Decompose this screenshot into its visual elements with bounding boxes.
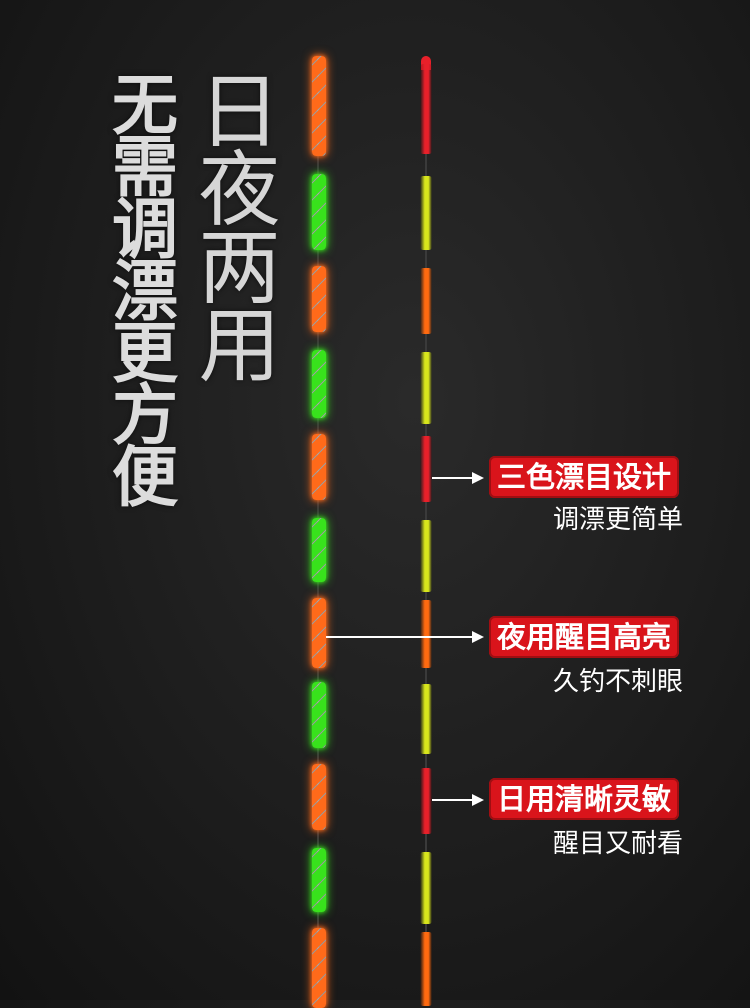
day-segment-orange [420,932,432,1006]
glow-segment-green [312,848,326,912]
day-float [420,56,432,1006]
day-segment-yellow [420,520,432,592]
callout-title: 日用清晰灵敏 [489,778,680,820]
day-segment-yellow [420,176,432,250]
day-segment-red [420,436,432,502]
glow-segment-orange [312,434,326,500]
day-segment-yellow [420,352,432,424]
headline-left: 无需调漂更方便 [101,70,178,504]
callout-subtitle: 久钓不刺眼 [553,667,684,697]
day-segment-orange [420,600,432,668]
arrow-right-icon [472,794,484,806]
glow-segment-orange [312,266,326,332]
night-glow-float [312,56,326,1008]
arrow-line [432,799,472,801]
headline-right: 日夜两用 [184,68,279,380]
float-tip [421,56,431,70]
glow-segment-green [312,174,326,250]
glow-segment-orange [312,598,326,668]
glow-segment-orange [312,928,326,1008]
callout-subtitle: 醒目又耐看 [553,829,684,859]
day-segment-orange [420,268,432,334]
glow-segment-green [312,350,326,418]
arrow-line [326,636,472,638]
callout-title: 三色漂目设计 [489,456,680,498]
day-segment-red [420,64,432,154]
glow-segment-green [312,518,326,582]
glow-segment-orange [312,764,326,830]
arrow-right-icon [472,631,484,643]
glow-segment-green [312,682,326,748]
callout-subtitle: 调漂更简单 [553,505,684,535]
glow-segment-orange [312,56,326,156]
arrow-right-icon [472,472,484,484]
day-segment-red [420,768,432,834]
arrow-line [432,477,472,479]
day-segment-yellow [420,852,432,924]
day-segment-yellow [420,684,432,754]
callout-title: 夜用醒目高亮 [489,616,680,658]
